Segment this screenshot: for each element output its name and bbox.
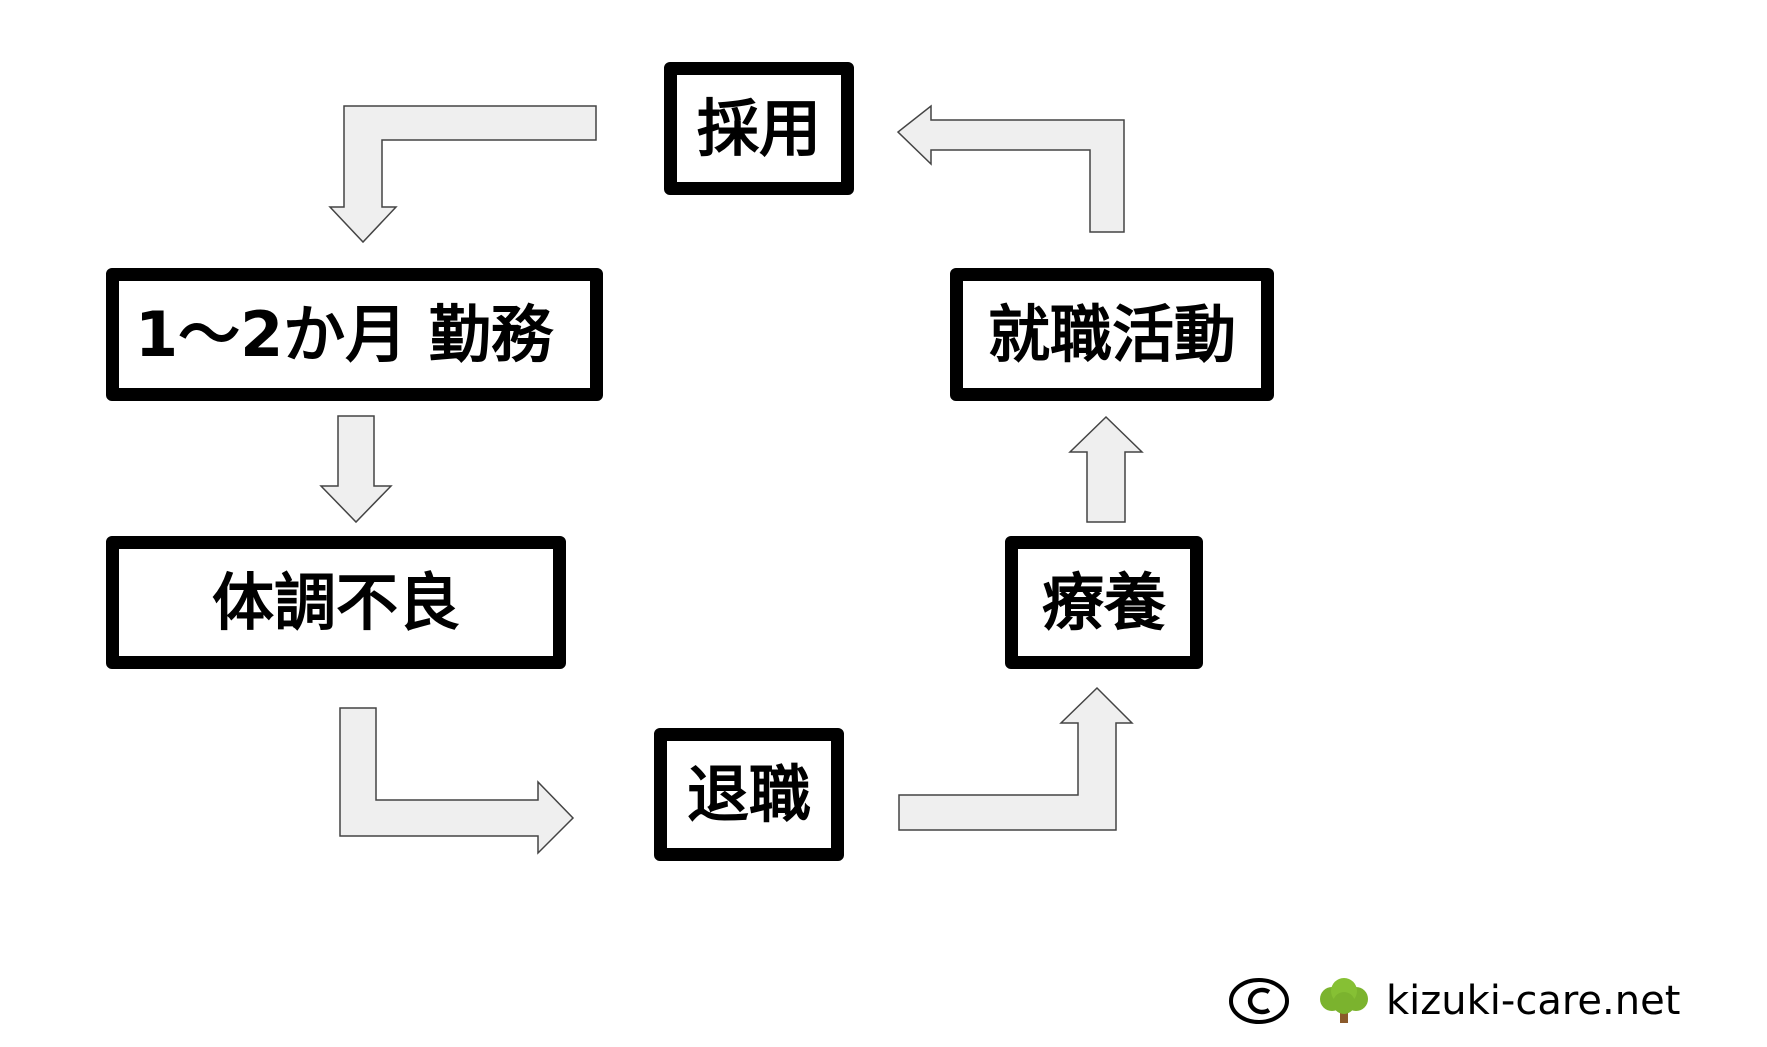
- arrow-kinmu-to-taicho: [319, 415, 393, 524]
- node-saiyo-label: 採用: [696, 91, 821, 165]
- node-taishoku-label: 退職: [686, 757, 811, 831]
- node-kinmu: 1～2か月 勤務: [106, 268, 603, 401]
- node-kinmu-label: 1～2か月 勤務: [135, 297, 553, 371]
- copyright-icon: [1229, 978, 1289, 1024]
- site-label: kizuki-care.net: [1386, 978, 1681, 1024]
- arrow-shushoku-to-saiyo: [896, 104, 1125, 233]
- credit: kizuki-care.net: [1228, 966, 1680, 1036]
- node-ryoyo-label: 療養: [1041, 565, 1166, 639]
- arrow-ryoyo-to-shushoku: [1068, 415, 1144, 523]
- node-shushoku-label: 就職活動: [987, 297, 1236, 371]
- arrow-taishoku-to-ryoyo: [898, 686, 1134, 831]
- arrow-taicho-to-taishoku: [339, 707, 575, 855]
- node-ryoyo: 療養: [1005, 536, 1203, 669]
- node-taishoku: 退職: [654, 728, 844, 861]
- node-shushoku: 就職活動: [950, 268, 1274, 401]
- node-taicho-label: 体調不良: [211, 565, 460, 639]
- node-saiyo: 採用: [664, 62, 854, 195]
- tree-icon: [1320, 978, 1368, 1023]
- arrow-saiyo-to-kinmu: [328, 105, 597, 244]
- node-taicho: 体調不良: [106, 536, 566, 669]
